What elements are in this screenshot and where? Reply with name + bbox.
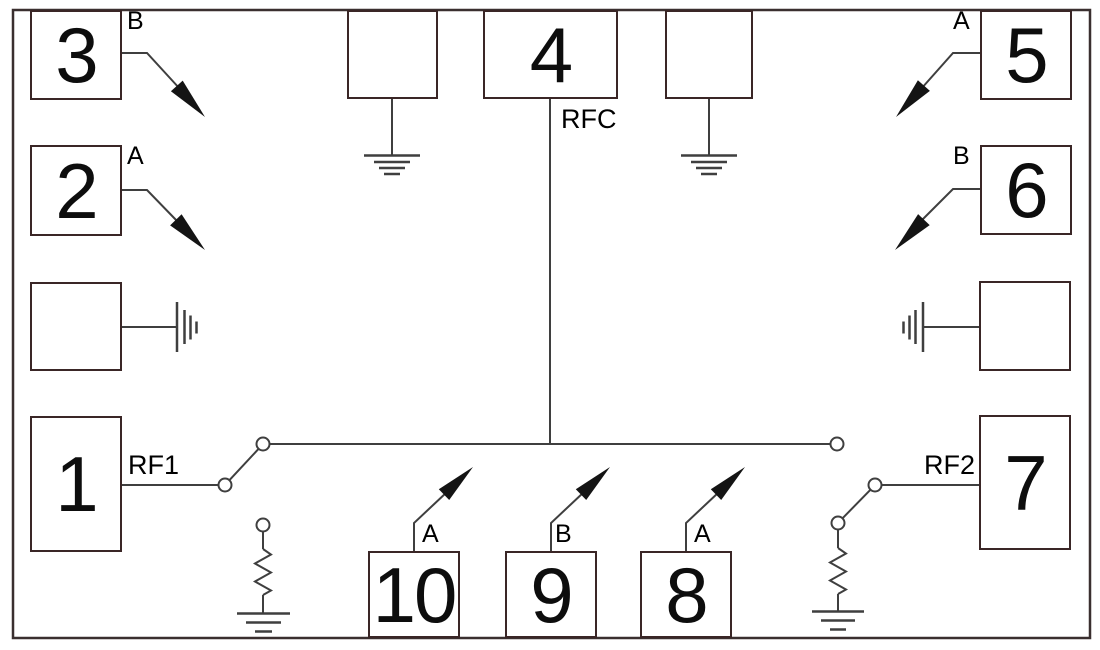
- pin-number: 7: [1004, 438, 1047, 527]
- switch-arm-rf1: [228, 448, 260, 481]
- pin-box-3: 3: [30, 10, 122, 100]
- port-label-rf1: RF1: [128, 450, 180, 480]
- pin-number: 10: [372, 550, 458, 639]
- pin-box-9: 9: [505, 551, 597, 638]
- pin-number: 9: [530, 550, 573, 639]
- arrow-icon-pin3: [122, 52, 205, 117]
- signal-label-pin2: A: [127, 142, 144, 170]
- pad-grounded-top-left: [347, 10, 438, 99]
- pad-grounded-right: [979, 281, 1071, 371]
- contact-rf1: [217, 477, 233, 493]
- switch-arm-rf2: [841, 489, 872, 519]
- signal-label-pin5: A: [953, 7, 970, 35]
- port-label-rfc: RFC: [561, 104, 617, 134]
- contact-rf2: [867, 477, 883, 493]
- pin-number: 8: [665, 550, 708, 639]
- pin-box-10: 10: [368, 551, 460, 638]
- pin-box-2: 2: [30, 145, 122, 236]
- pin-number: 2: [55, 146, 98, 235]
- ground-icon-top-right: [681, 99, 737, 176]
- ground-icon-side-right: [902, 302, 979, 352]
- pin-number: 1: [55, 440, 98, 528]
- pin-number: 5: [1005, 11, 1048, 99]
- signal-label-pin3: B: [127, 7, 144, 35]
- arrow-icon-pin5: [896, 52, 980, 117]
- signal-label-pin6: B: [953, 142, 970, 170]
- signal-label-pin9: B: [555, 520, 572, 548]
- pad-grounded-top-right: [665, 10, 753, 99]
- ground-icon-shunt-right: [812, 610, 864, 631]
- signal-label-pin10: A: [422, 520, 439, 548]
- contact-bus-left: [255, 436, 271, 452]
- arrow-icon-pin10: [413, 467, 473, 551]
- contact-shunt-right: [830, 515, 846, 531]
- pin-box-7: 7: [979, 415, 1071, 550]
- shunt-resistor-left: [252, 531, 274, 613]
- port-label-rf2: RF2: [924, 450, 976, 480]
- shunt-resistor-right: [827, 529, 849, 611]
- contact-bus-right: [829, 436, 845, 452]
- ground-icon-top-left: [364, 99, 420, 176]
- pin-number: 4: [529, 10, 573, 99]
- signal-label-pin8: A: [694, 520, 711, 548]
- resistor-icon: [827, 547, 849, 595]
- arrow-icon-pin2: [122, 189, 205, 250]
- pin-number: 6: [1005, 146, 1048, 234]
- pin-box-5: 5: [980, 10, 1072, 100]
- ground-icon-side-left: [122, 302, 198, 352]
- pin-box-6: 6: [980, 145, 1072, 235]
- pad-grounded-left: [30, 282, 122, 371]
- pin-box-1: 1: [30, 416, 122, 552]
- pin-box-4: 4: [483, 10, 618, 99]
- pin-number: 3: [55, 11, 98, 99]
- pin-box-8: 8: [640, 551, 732, 638]
- arrow-icon-pin6: [895, 188, 980, 250]
- resistor-icon: [252, 548, 274, 596]
- arrow-icon-pin9: [550, 467, 610, 551]
- arrow-icon-pin8: [685, 467, 745, 551]
- contact-shunt-left: [255, 517, 271, 533]
- ground-icon-shunt-left: [237, 612, 290, 633]
